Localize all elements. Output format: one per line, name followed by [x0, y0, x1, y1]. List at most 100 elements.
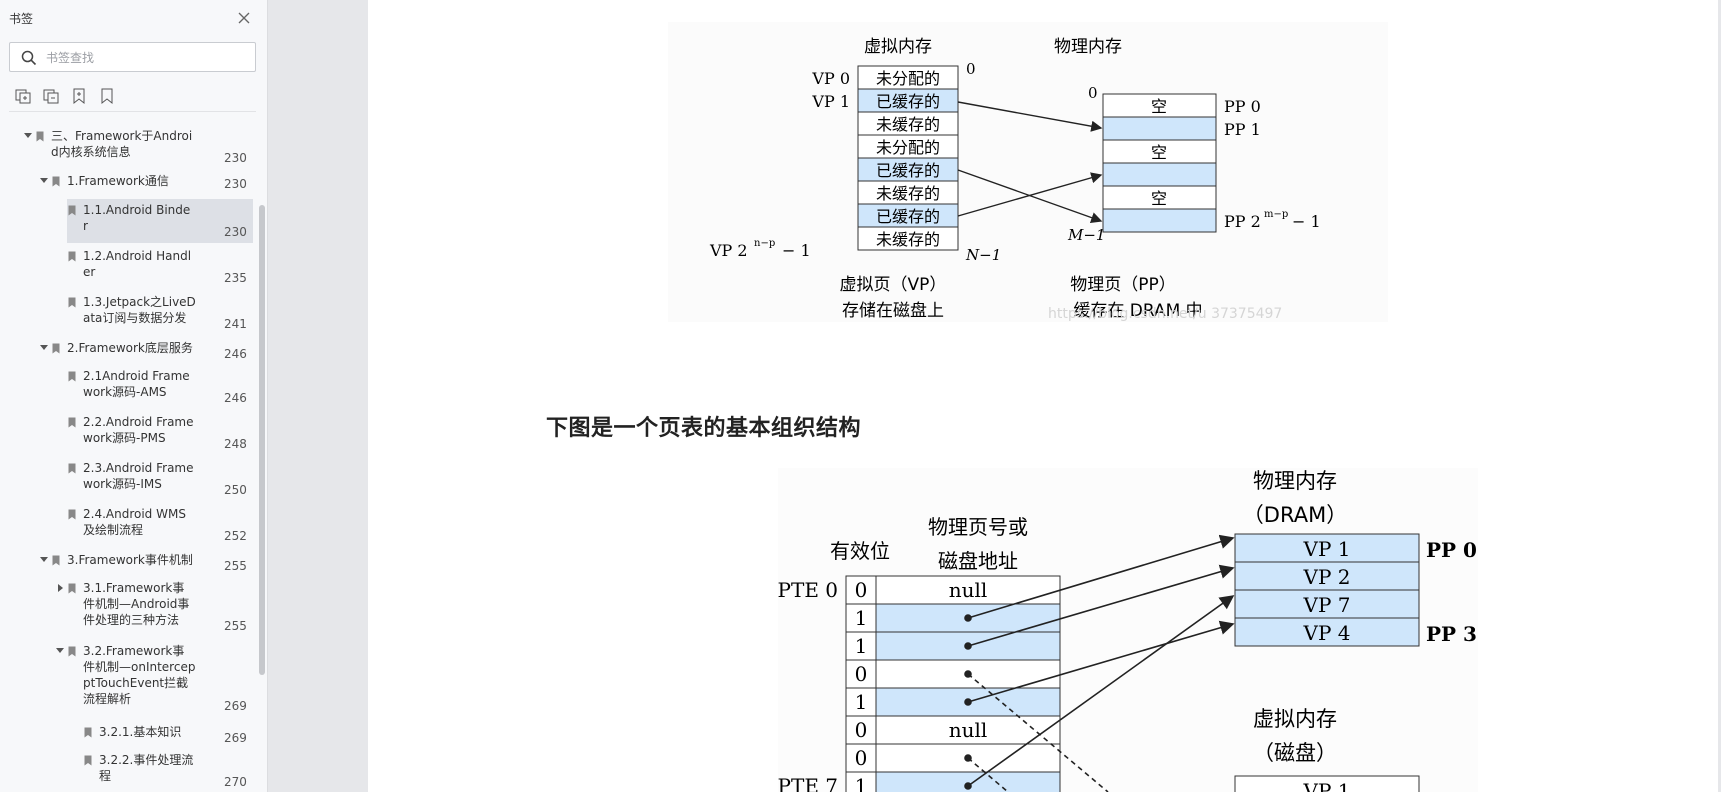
bookmark-page: 269 [224, 731, 247, 745]
bookmark-page: 241 [224, 317, 247, 331]
bookmark-label: 3.Framework事件机制 [67, 553, 193, 567]
selection-highlight [67, 199, 253, 243]
vm-cell: 未分配的 [876, 138, 940, 157]
bookmark-icon [68, 371, 76, 382]
dram-cell: VP 4 [1303, 621, 1351, 645]
collapse-arrow-icon[interactable] [40, 178, 48, 183]
bookmark-page: 230 [224, 225, 247, 239]
mapping-arrows [957, 101, 1103, 223]
bookmark-page: 252 [224, 529, 247, 543]
vm-cell: 已缓存的 [876, 161, 940, 180]
pp-last-tail: − 1 [1292, 212, 1321, 231]
address-title-2: 磁盘地址 [938, 549, 1018, 573]
bookmark-search-box[interactable] [9, 42, 256, 72]
search-icon [21, 50, 37, 66]
valid-bit: 0 [855, 662, 868, 686]
watermark: https://blog.csdn.net/u 37375497 [1048, 306, 1282, 322]
bookmark-page: 248 [224, 437, 247, 451]
dram-title-2: （DRAM） [1243, 503, 1347, 527]
vm-cell: 未缓存的 [876, 230, 940, 249]
bookmark-page: 246 [224, 347, 247, 361]
valid-bit: 1 [855, 690, 868, 714]
dram-cell: VP 1 [1303, 537, 1351, 561]
bookmark-label: 3.2.Framework事 件机制—onIntercep ptTouchEve… [83, 644, 196, 706]
pp-last-sup: m−p [1264, 209, 1288, 220]
vm-cell: 未缓存的 [876, 184, 940, 203]
dram-cell: VP 2 [1303, 565, 1351, 589]
bookmark-icon [52, 555, 60, 566]
bookmark-icon [68, 646, 76, 657]
address-title: 物理页号或 [928, 515, 1028, 539]
bookmark-label: 2.Framework底层服务 [67, 341, 193, 355]
vm-n-minus-1-label: N−1 [965, 246, 1001, 264]
bookmark-icon[interactable] [98, 87, 116, 105]
pm-table: 空 空 空 [1102, 93, 1217, 233]
pte7-label: PTE 7 [778, 774, 838, 792]
vp-last-tail: − 1 [782, 241, 811, 260]
pp0-label: PP 0 [1224, 97, 1261, 116]
pm-m-minus-1-label: M−1 [1067, 226, 1105, 244]
vp0-label: VP 0 [811, 69, 850, 88]
bookmark-icon [68, 509, 76, 520]
close-icon[interactable] [236, 10, 252, 26]
pp-caption: 物理页（PP） [1070, 275, 1176, 295]
collapse-arrow-icon[interactable] [40, 557, 48, 562]
bookmark-search-input[interactable] [44, 48, 248, 68]
bookmark-label: 3.1.Framework事 件机制—Android事 件处理的三种方法 [83, 581, 190, 627]
valid-bit: 1 [855, 606, 868, 630]
bookmark-icon [68, 297, 76, 308]
virtual-physical-memory-figure: 虚拟内存 物理内存 未分配的 已缓存的 未缓存的 未分配的 已缓存的 未缓存的 … [668, 22, 1388, 322]
disk-title: 虚拟内存 [1253, 707, 1337, 731]
bookmark-label: 1.3.Jetpack之LiveD ata订阅与数据分发 [83, 295, 196, 325]
collapse-arrow-icon[interactable] [24, 133, 32, 138]
vm-title: 虚拟内存 [864, 37, 932, 57]
valid-bit: 1 [855, 774, 868, 792]
bookmark-label: 1.2.Android Handl er [83, 249, 192, 279]
dram-cell: VP 7 [1303, 593, 1351, 617]
bookmark-label: 3.2.2.事件处理流 程 [99, 753, 194, 783]
pp3-label: PP 3 [1426, 622, 1477, 646]
bookmark-page: 270 [224, 775, 247, 789]
bookmark-page: 230 [224, 177, 247, 191]
bookmark-icon [36, 131, 44, 142]
pp-caption-2: 缓存在 DRAM 中 [1073, 301, 1202, 321]
add-bookmark-icon[interactable] [70, 87, 88, 105]
pp-last-label: PP 2 [1224, 212, 1261, 231]
bookmark-label: 三、Framework于Androi d内核系统信息 [51, 129, 193, 159]
bookmark-label: 2.4.Android WMS 及绘制流程 [83, 507, 186, 537]
dram-table: VP 1 VP 2 VP 7 VP 4 [1234, 533, 1420, 647]
vm-table: 未分配的 已缓存的 未缓存的 未分配的 已缓存的 未缓存的 已缓存的 未缓存的 [857, 65, 959, 251]
bookmark-label: 2.1Android Frame work源码-AMS [83, 369, 190, 399]
vp-last-label: VP 2 [709, 241, 748, 260]
bookmark-icon [68, 251, 76, 262]
collapse-arrow-icon[interactable] [40, 345, 48, 350]
vm-cell: 已缓存的 [876, 92, 940, 111]
expand-all-icon[interactable] [14, 87, 32, 105]
section-heading: 下图是一个页表的基本组织结构 [546, 416, 862, 441]
bookmark-sidebar: 书签 [0, 0, 268, 792]
sidebar-scrollbar[interactable] [259, 205, 265, 675]
bookmark-icon [52, 176, 60, 187]
address-cell: null [949, 718, 988, 742]
pte0-label: PTE 0 [778, 578, 838, 602]
sidebar-title: 书签 [9, 12, 34, 26]
pm-zero-label: 0 [1088, 84, 1098, 102]
bookmark-page: 246 [224, 391, 247, 405]
valid-bit: 0 [855, 718, 868, 742]
dram-title: 物理内存 [1253, 469, 1337, 493]
bookmark-icon [52, 343, 60, 354]
vm-zero-label: 0 [966, 60, 976, 78]
bookmark-label: 1.Framework通信 [67, 174, 169, 188]
pm-title: 物理内存 [1054, 37, 1122, 57]
bookmark-icon [68, 417, 76, 428]
vp1-label: VP 1 [811, 92, 850, 111]
disk-cell: VP 1 [1303, 779, 1351, 792]
bookmark-icon [68, 463, 76, 474]
page-table-figure: 物理内存 （DRAM） VP 1 VP 2 VP 7 VP 4 PP 0 PP … [778, 468, 1478, 792]
vp-caption: 虚拟页（VP） [840, 275, 947, 295]
collapse-all-icon[interactable] [42, 87, 60, 105]
bookmark-icon [84, 727, 92, 738]
collapse-arrow-icon[interactable] [56, 648, 64, 653]
bookmark-tree: 三、Framework于Androi d内核系统信息 230 1.Framewo… [0, 118, 258, 792]
expand-arrow-icon[interactable] [58, 584, 63, 592]
